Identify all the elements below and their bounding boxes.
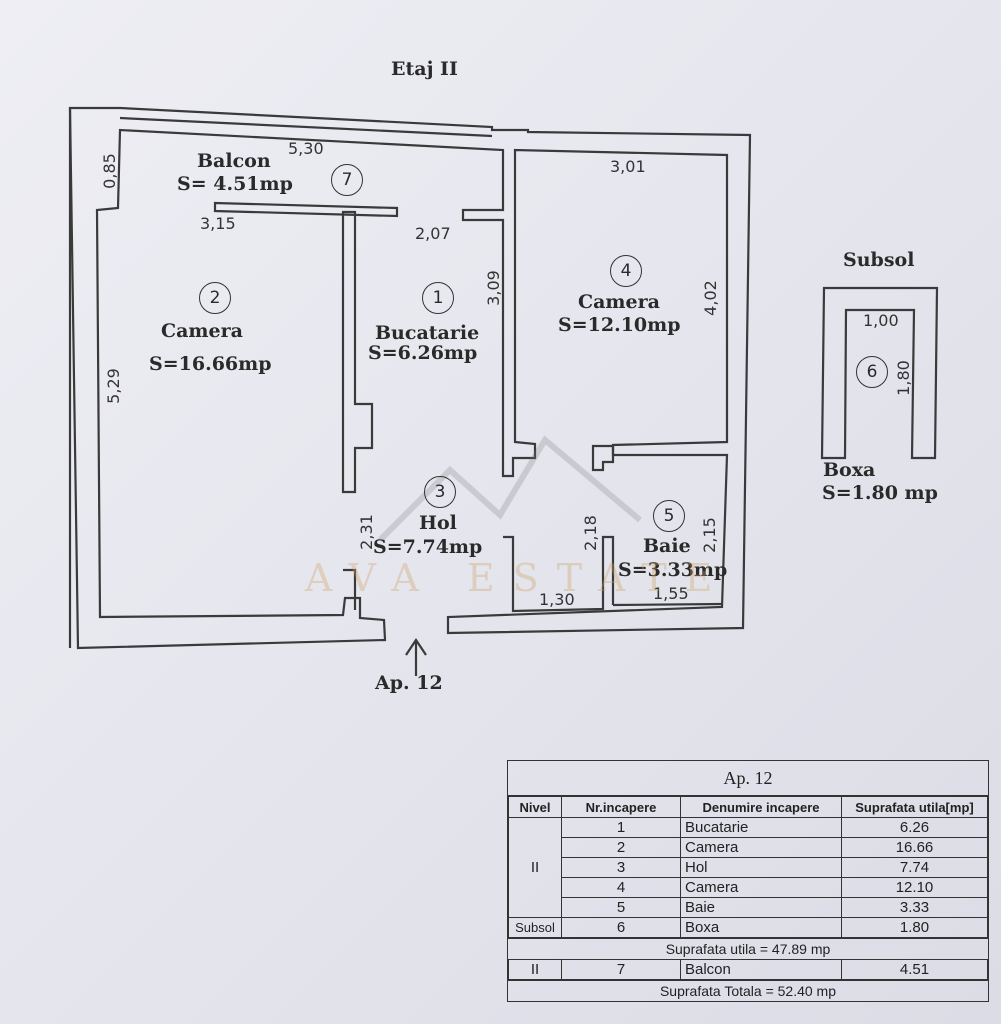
- row-name: Boxa: [680, 917, 842, 938]
- room-1-name: Bucatarie: [375, 322, 480, 344]
- dim-kitchen-width: 2,07: [415, 224, 451, 243]
- partition-hall-left: [343, 568, 357, 610]
- room-3-area: S=7.74mp: [373, 536, 483, 558]
- dim-balcony-depth: 0,85: [99, 153, 119, 189]
- basement-heading: Subsol: [843, 249, 915, 271]
- entrance-arrow: [405, 638, 427, 676]
- room-4-name: Camera: [578, 291, 660, 313]
- dim-boxa-width: 1,00: [863, 311, 899, 330]
- partition-closet: [503, 535, 615, 613]
- apartment-label: Ap. 12: [375, 672, 443, 694]
- row-name: Baie: [680, 897, 842, 918]
- boxa-walls: [820, 286, 939, 460]
- dim-room2-width: 3,15: [200, 214, 236, 233]
- row-area: 16.66: [841, 837, 988, 858]
- room-5-name: Baie: [643, 535, 691, 557]
- dim-room4-height: 4,02: [700, 280, 720, 316]
- balcony-area: 4.51: [841, 959, 988, 980]
- row-name: Bucatarie: [680, 817, 842, 838]
- row-nr: 4: [561, 877, 681, 898]
- balcony-nr: 7: [561, 959, 681, 980]
- header-denumire: Denumire incapere: [680, 796, 842, 818]
- row-nr: 3: [561, 857, 681, 878]
- watermark-text: AVA ESTATE: [305, 556, 731, 600]
- row-area: 6.26: [841, 817, 988, 838]
- outer-wall-outline: [68, 106, 752, 650]
- level-basement-cell: Subsol: [508, 917, 562, 938]
- room-1-number: 1: [422, 282, 454, 314]
- room-4-number: 4: [610, 255, 642, 287]
- room-4-area: S=12.10mp: [558, 314, 681, 336]
- row-area: 3.33: [841, 897, 988, 918]
- header-nivel: Nivel: [508, 796, 562, 818]
- dim-room2-height: 5,29: [103, 368, 123, 404]
- room-2-number: 2: [199, 282, 231, 314]
- grand-total: Suprafata Totala = 52.40 mp: [508, 980, 988, 1001]
- room-2-area: S=16.66mp: [149, 353, 272, 375]
- table-row: Subsol 6 Boxa 1.80: [508, 917, 988, 938]
- row-name: Camera: [680, 837, 842, 858]
- table-row: II 1 Bucatarie 6.26: [508, 817, 988, 918]
- table-row: 4 Camera 12.10: [509, 877, 988, 898]
- partition-bath-bottom: [612, 602, 723, 607]
- table-caption: Ap. 12: [508, 761, 988, 796]
- room-3-name: Hol: [419, 512, 457, 534]
- balcony-rail: [213, 201, 399, 218]
- row-name: Hol: [680, 857, 842, 878]
- table-row: 2 Camera 16.66: [509, 837, 988, 858]
- useful-area-total: Suprafata utila = 47.89 mp: [508, 938, 988, 959]
- table-row: 3 Hol 7.74: [509, 857, 988, 878]
- dim-kitchen-height: 3,09: [483, 270, 503, 306]
- table-row-balcony: II 7 Balcon 4.51: [508, 959, 988, 980]
- room-7-name: Balcon: [197, 150, 271, 172]
- balcony-name: Balcon: [680, 959, 842, 980]
- dim-closet-width: 1,30: [539, 590, 575, 609]
- table-row: 5 Baie 3.33: [509, 897, 988, 918]
- room-7-number: 7: [331, 164, 363, 196]
- dim-bath-height: 2,15: [699, 517, 719, 553]
- balcony-parapet: [119, 116, 493, 138]
- row-area: 12.10: [841, 877, 988, 898]
- room-5-number: 5: [653, 500, 685, 532]
- floor-heading: Etaj II: [391, 58, 458, 80]
- balcony-level: II: [508, 959, 562, 980]
- partition-room2-kitchen: [341, 210, 374, 494]
- dim-balcony-length: 5,30: [288, 139, 324, 158]
- dim-room4-width: 3,01: [610, 157, 646, 176]
- dim-closet-height: 2,18: [580, 515, 600, 551]
- row-nr: 1: [561, 817, 681, 838]
- table-header-row: Nivel Nr.incapere Denumire incapere Supr…: [508, 796, 988, 818]
- row-area: 1.80: [841, 917, 988, 938]
- row-nr: 6: [561, 917, 681, 938]
- dim-bath-width: 1,55: [653, 584, 689, 603]
- dim-boxa-height: 1,80: [893, 360, 913, 396]
- area-summary-table: Ap. 12 Nivel Nr.incapere Denumire incape…: [507, 760, 989, 1002]
- bath-top-wall: [591, 444, 615, 472]
- header-nr: Nr.incapere: [561, 796, 681, 818]
- row-area: 7.74: [841, 857, 988, 878]
- room-2-name: Camera: [161, 320, 243, 342]
- room-6-name: Boxa: [823, 459, 876, 481]
- room-1-area: S=6.26mp: [368, 342, 478, 364]
- room-5-area: S=3.33mp: [618, 559, 728, 581]
- row-nr: 5: [561, 897, 681, 918]
- room-6-number: 6: [856, 356, 888, 388]
- room-7-area: S= 4.51mp: [177, 173, 293, 195]
- level-floor-cell: II: [508, 817, 562, 918]
- room-6-area: S=1.80 mp: [822, 482, 938, 504]
- header-suprafata: Suprafata utila[mp]: [841, 796, 988, 818]
- row-nr: 2: [561, 837, 681, 858]
- room-3-number: 3: [424, 476, 456, 508]
- dim-hall-height: 2,31: [356, 514, 376, 550]
- row-name: Camera: [680, 877, 842, 898]
